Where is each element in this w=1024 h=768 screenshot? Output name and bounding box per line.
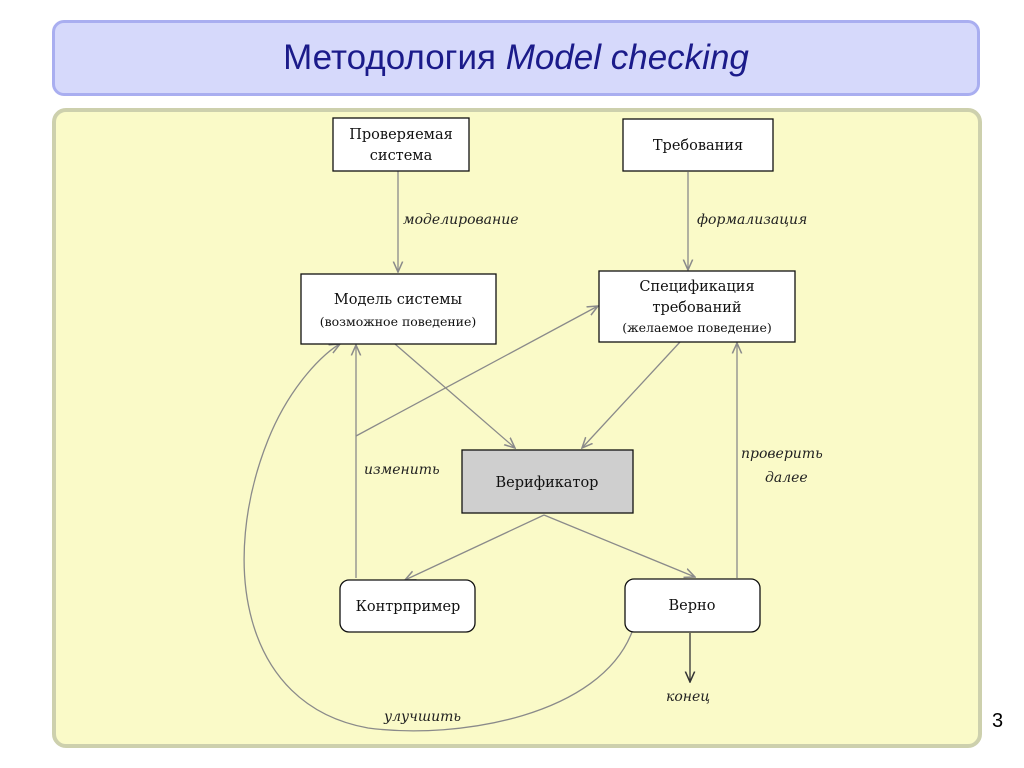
node-model-line1: Модель системы bbox=[334, 292, 463, 308]
node-correct: Верно bbox=[624, 578, 761, 633]
node-correct-label: Верно bbox=[669, 598, 716, 614]
edge-verifier-to-correct bbox=[543, 514, 695, 577]
label-formalization: формализация bbox=[697, 212, 807, 228]
node-model-line2: (возможное поведение) bbox=[320, 314, 477, 329]
edge-change-to-spec bbox=[355, 306, 598, 437]
node-spec-line3: (желаемое поведение) bbox=[622, 320, 772, 335]
edge-verifier-to-counterexample bbox=[405, 514, 545, 580]
node-system-line1: Проверяемая bbox=[349, 127, 452, 143]
node-counterexample-label: Контрпример bbox=[356, 599, 461, 615]
node-spec-line1: Спецификация bbox=[639, 279, 754, 295]
edge-model-to-verifier bbox=[394, 343, 515, 448]
diagram-panel bbox=[52, 108, 982, 748]
node-requirements: Требования bbox=[622, 118, 774, 172]
label-improve: улучшить bbox=[383, 709, 461, 725]
page-number: 3 bbox=[992, 710, 1004, 732]
label-end: конец bbox=[666, 689, 710, 705]
node-spec: Спецификация требований (желаемое поведе… bbox=[598, 270, 796, 343]
node-spec-line2: требований bbox=[652, 300, 741, 316]
title-russian: Методология bbox=[283, 38, 496, 77]
node-system-line2: система bbox=[370, 148, 433, 164]
title-bar: Методология Model checking bbox=[52, 20, 980, 96]
node-system: Проверяемая система bbox=[332, 117, 470, 172]
label-modeling: моделирование bbox=[403, 212, 519, 228]
label-check-further-2: далее bbox=[765, 470, 808, 486]
label-change: изменить bbox=[364, 462, 440, 478]
edge-improve-curve bbox=[243, 344, 633, 732]
node-verifier-label: Верификатор bbox=[496, 475, 599, 491]
node-model: Модель системы (возможное поведение) bbox=[300, 273, 497, 345]
node-requirements-label: Требования bbox=[653, 138, 743, 154]
node-counterexample: Контрпример bbox=[339, 579, 476, 633]
node-verifier: Верификатор bbox=[461, 449, 634, 514]
edge-spec-to-verifier bbox=[582, 341, 681, 448]
slide-title: Методология Model checking bbox=[283, 38, 749, 78]
title-english: Model checking bbox=[505, 38, 749, 77]
label-check-further-1: проверить bbox=[741, 446, 823, 462]
